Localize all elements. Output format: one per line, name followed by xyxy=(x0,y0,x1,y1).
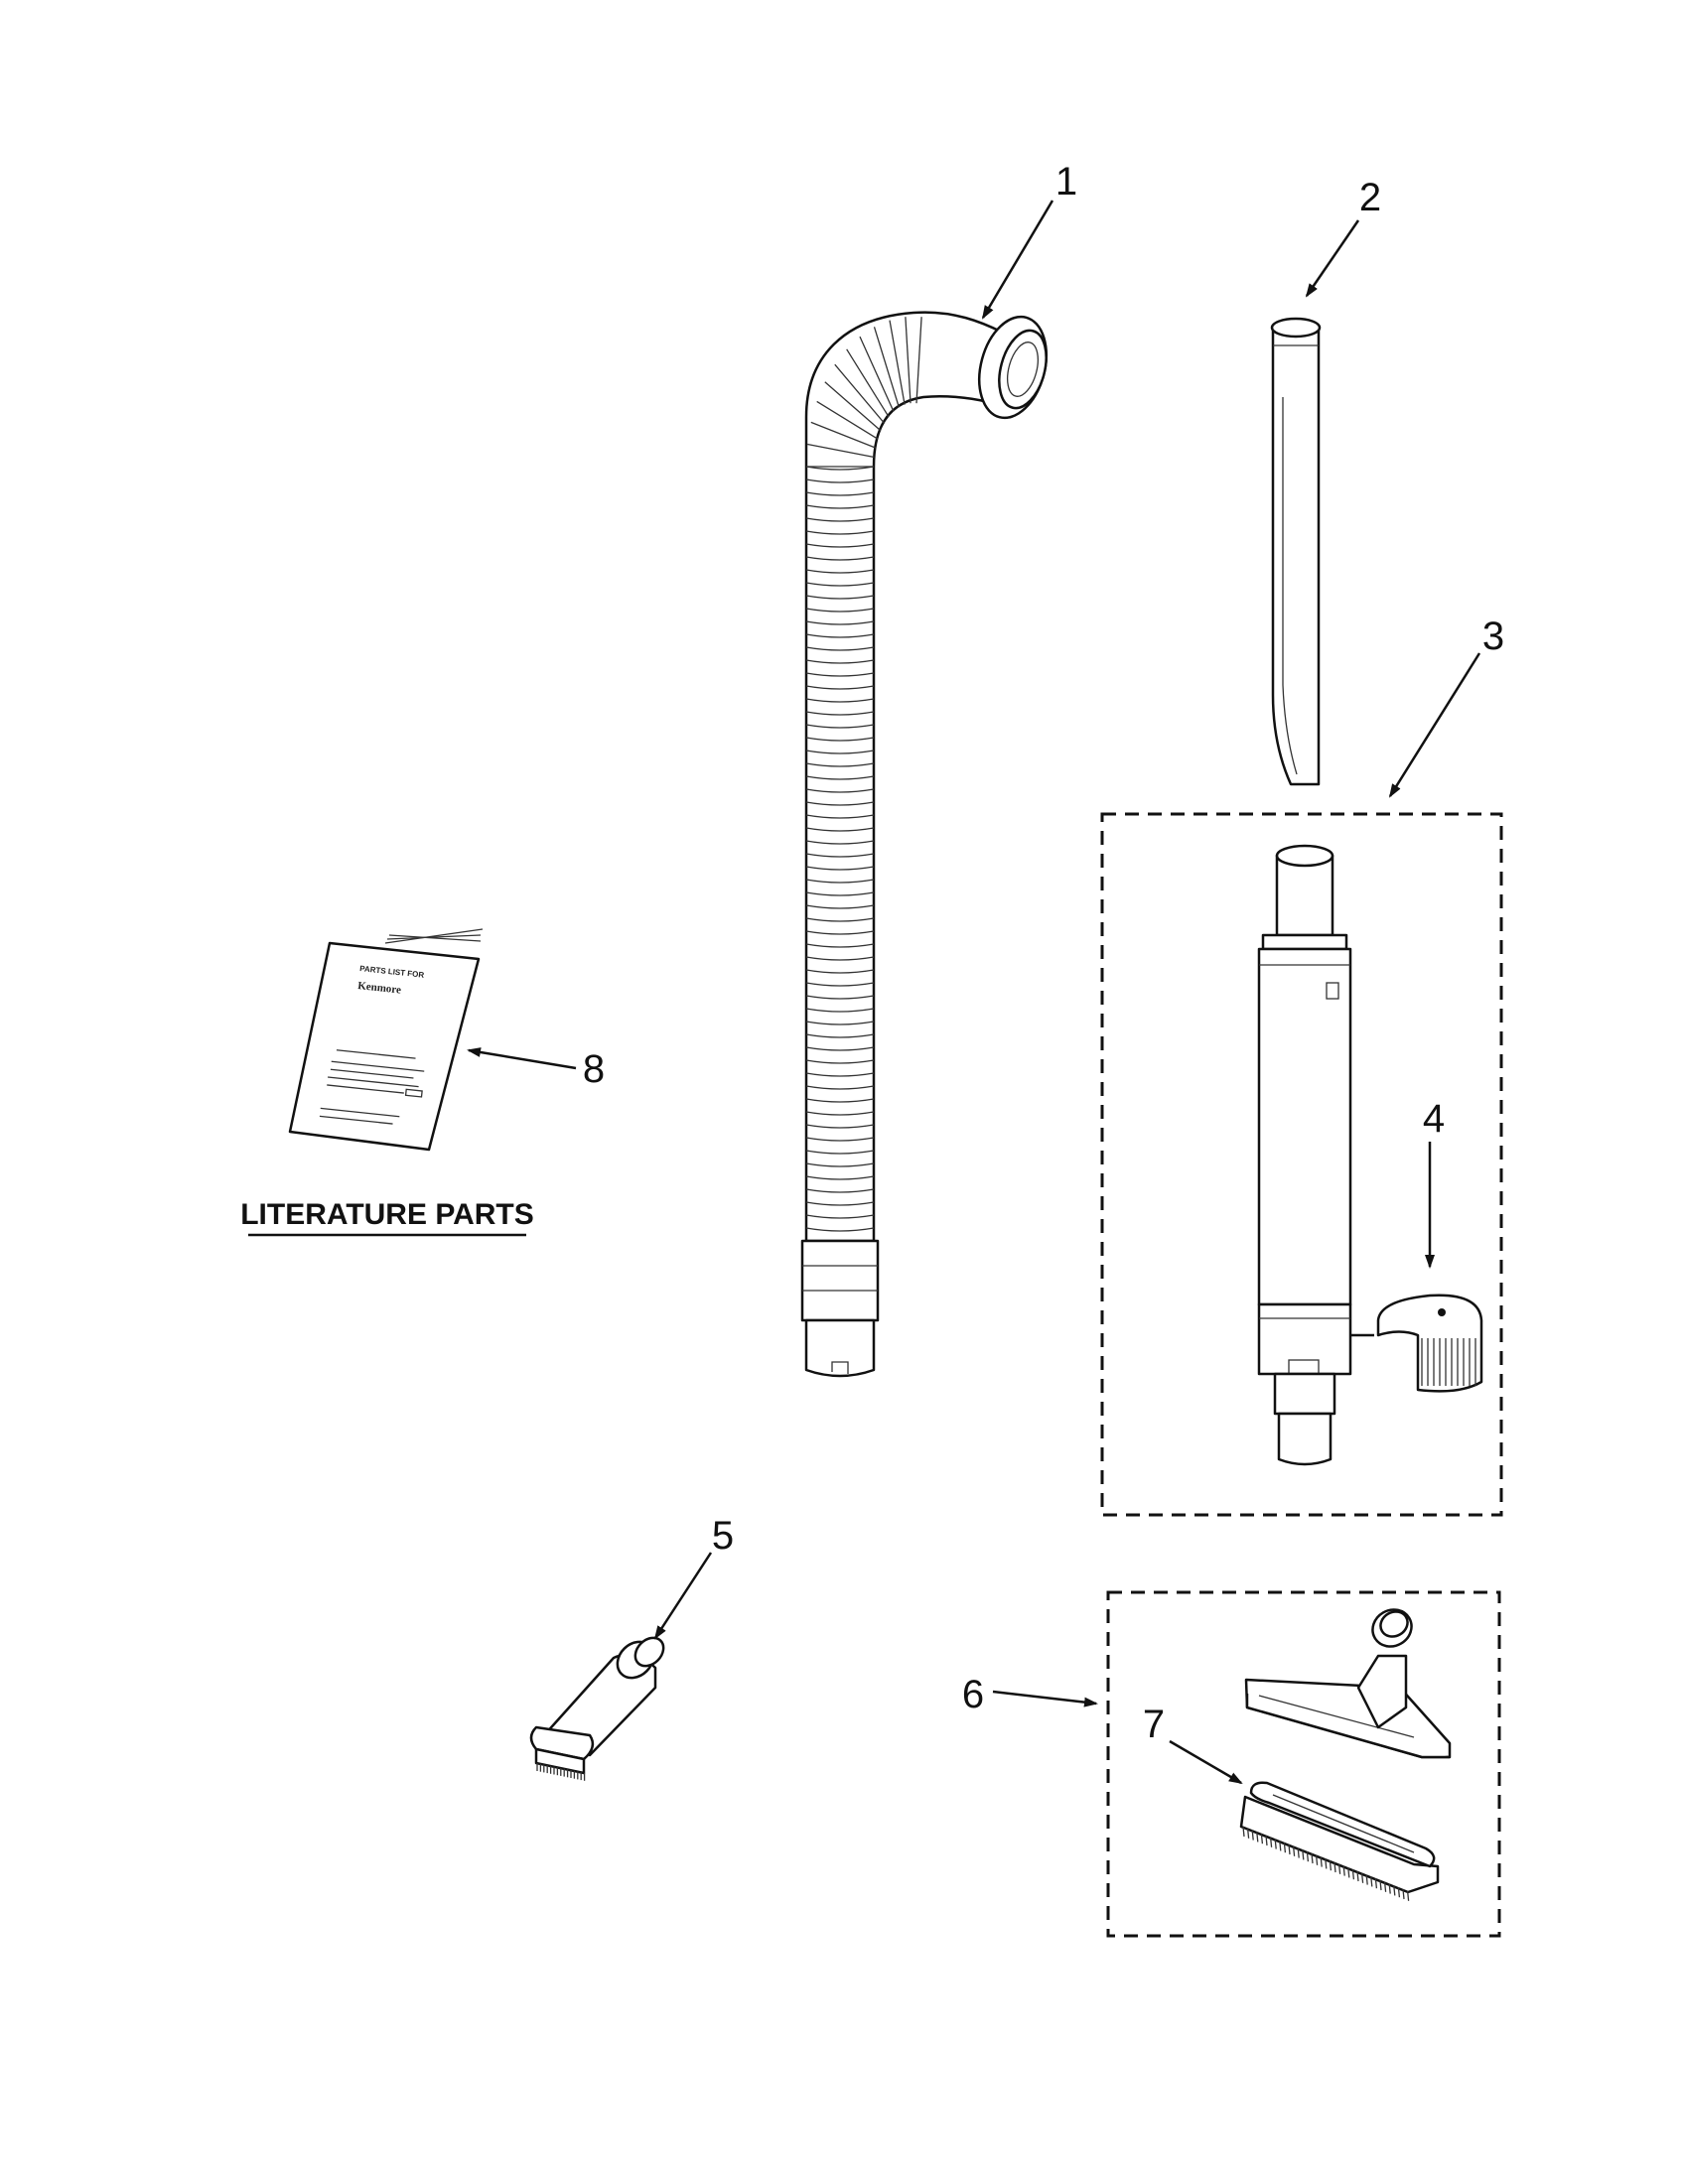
brush-insert-icon xyxy=(1239,1781,1440,1901)
brush-insert-bristles xyxy=(1242,1826,1410,1901)
callout-5: 5 xyxy=(712,1514,734,1558)
callout-4: 4 xyxy=(1423,1097,1445,1141)
flexible-hose-icon xyxy=(800,311,1048,1378)
brush-bristles xyxy=(536,1763,586,1781)
leader-arrow-3 xyxy=(1388,652,1481,798)
callout-2: 2 xyxy=(1359,176,1381,219)
callout-3: 3 xyxy=(1482,614,1504,658)
callout-1: 1 xyxy=(1055,160,1077,204)
wand-assembly-box xyxy=(1100,812,1503,1517)
dusting-brush-icon xyxy=(529,1636,665,1781)
booklet-brand: Kenmore xyxy=(357,980,402,997)
leader-arrow-8 xyxy=(467,1047,577,1070)
clip-ridges xyxy=(1421,1338,1476,1386)
crevice-tool-icon xyxy=(1270,317,1322,786)
hose-corrugations xyxy=(805,317,922,1232)
leader-arrow-1 xyxy=(981,200,1054,320)
parts-list-booklet-icon: PARTS LIST FOR Kenmore xyxy=(288,928,484,1152)
extension-wand-icon xyxy=(1257,844,1352,1466)
callout-7: 7 xyxy=(1143,1703,1165,1746)
leader-arrow-5 xyxy=(653,1552,713,1640)
tool-kit-box xyxy=(1106,1590,1501,1938)
literature-parts-heading: LITERATURE PARTS xyxy=(240,1198,534,1231)
leader-arrow-2 xyxy=(1305,219,1360,298)
callout-8: 8 xyxy=(583,1047,605,1091)
wand-clip-icon xyxy=(1350,1294,1483,1393)
leader-arrow-6 xyxy=(992,1690,1098,1707)
floor-tool-kit-icon xyxy=(1244,1608,1452,1759)
leader-arrow-7 xyxy=(1169,1739,1243,1785)
callout-6: 6 xyxy=(962,1673,984,1716)
